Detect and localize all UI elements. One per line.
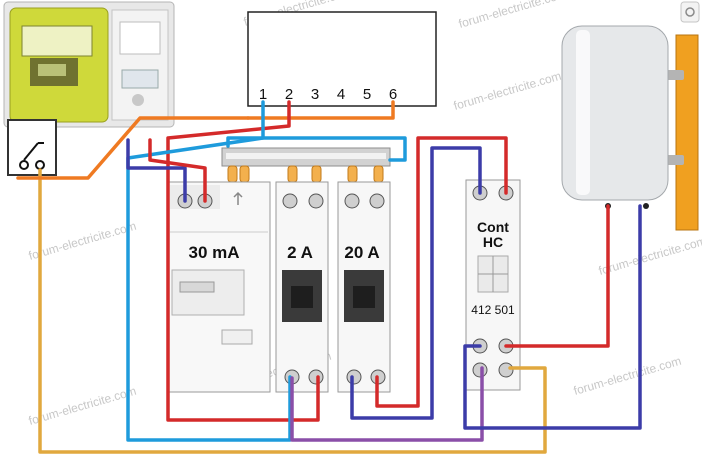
terminal-number: 3 [311,86,319,103]
terminal-box: 1 2 3 4 5 6 [247,11,437,107]
rcd-30ma: 30 mA [167,181,271,393]
water-heater [561,25,699,231]
watermark-text: forum-electricite.com [457,0,568,31]
breaker-small-label: 2 A [287,243,313,262]
terminal-number: 4 [337,86,345,103]
light-blue-wire [226,136,407,162]
red-wire [148,138,207,203]
watermark-text: forum-electricite.com [572,354,683,398]
purple-wire [290,366,484,442]
red-wire [375,136,508,408]
contactor-ref: 412 501 [471,303,515,317]
watermark-text: forum-electricite.com [597,234,702,278]
contactor-hc: Cont HC 412 501 [465,179,521,391]
blue-wire [463,204,642,430]
contactor-title-line1: Cont [477,219,509,235]
terminal-number: 6 [389,86,397,103]
yellow-wire [38,168,547,454]
switch-box [7,119,57,176]
watermark-text: forum-electricite.com [27,384,138,428]
terminal-number: 5 [363,86,371,103]
watermark-text: forum-electricite.com [27,219,138,263]
light-blue-wire [126,100,292,442]
electricity-meter [3,1,175,128]
busbar [221,147,391,183]
contactor-title-line2: HC [483,234,503,250]
terminal-number: 1 [259,86,267,103]
breaker-2a: 2 A [275,181,329,393]
watermark-text: forum-electricite.com [452,69,563,113]
red-wire [166,100,320,422]
terminal-number: 2 [285,86,293,103]
wires [16,100,642,454]
corner-icon [680,1,700,23]
orange-wire [16,116,250,180]
breaker-large-label: 20 A [344,243,379,262]
rcd-label: 30 mA [188,243,239,262]
blue-wire [126,138,187,203]
breaker-20a: 20 A [337,181,391,393]
red-wire [504,204,610,348]
orange-wire [246,100,395,120]
blue-wire [350,146,482,420]
